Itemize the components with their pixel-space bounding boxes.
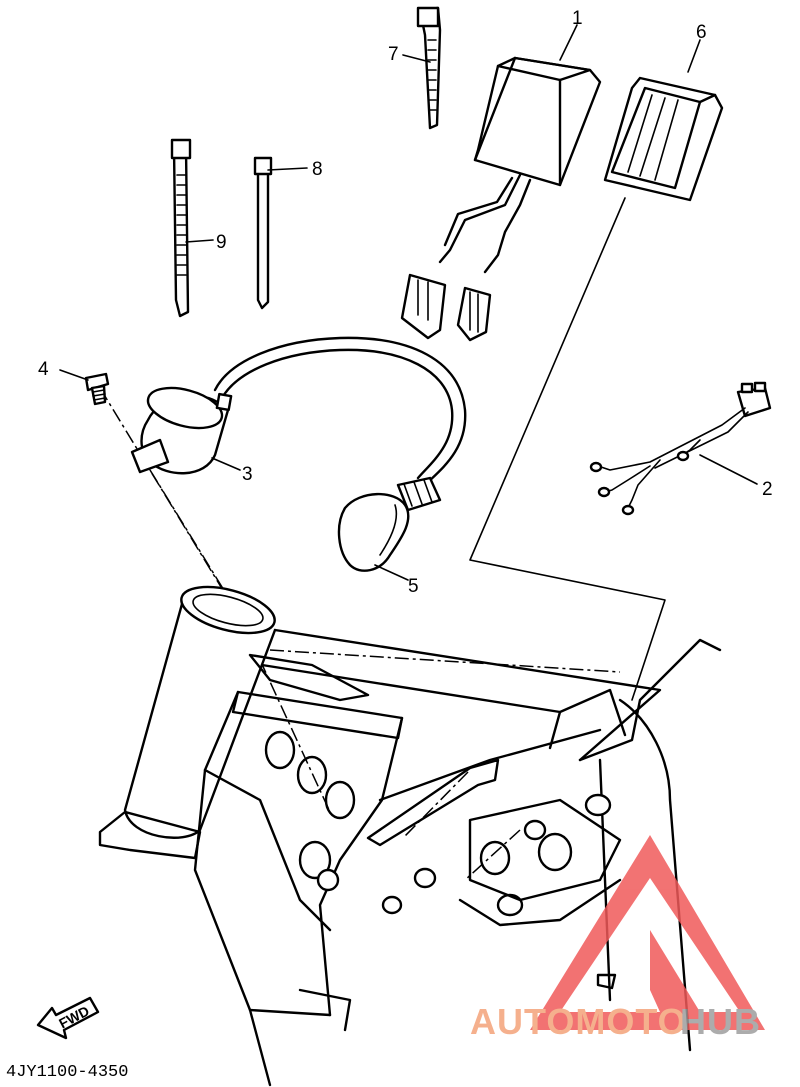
part-6-cover — [603, 76, 724, 202]
part-2-wire-harness — [589, 381, 772, 516]
fwd-arrow: FWD — [36, 996, 100, 1040]
frame — [98, 585, 722, 1087]
callout-4: 4 — [38, 359, 49, 380]
assembly-lines — [99, 197, 666, 881]
connector-small — [456, 286, 492, 342]
connector-large — [400, 273, 447, 340]
watermark-triangle — [530, 835, 765, 1030]
part-4-screw — [84, 372, 110, 406]
part-8-band — [253, 156, 273, 310]
callout-6: 6 — [696, 22, 707, 43]
callout-leaders — [59, 24, 758, 581]
part-1-cdi-unit — [400, 56, 602, 342]
callout-3: 3 — [242, 464, 253, 485]
box-6-leader — [469, 197, 666, 701]
callout-5: 5 — [408, 576, 419, 597]
automotohub-watermark: AUTOMOTO HUB — [470, 835, 765, 1042]
watermark-text-a: AUTOMOTO — [470, 1001, 687, 1042]
part-3-ignition-coil — [130, 336, 467, 487]
callout-2: 2 — [762, 479, 773, 500]
callouts: 1 2 3 4 5 6 7 8 9 — [38, 8, 773, 597]
part-code: 4JY1100-4350 — [6, 1063, 128, 1082]
watermark-text-b: HUB — [680, 1001, 761, 1042]
callout-8: 8 — [312, 159, 323, 180]
part-7-band — [416, 6, 442, 130]
callout-9: 9 — [216, 232, 227, 253]
callout-1: 1 — [572, 8, 583, 29]
callout-7: 7 — [388, 44, 399, 65]
part-9-band — [170, 138, 192, 318]
part-5-plug-cap — [337, 476, 442, 572]
